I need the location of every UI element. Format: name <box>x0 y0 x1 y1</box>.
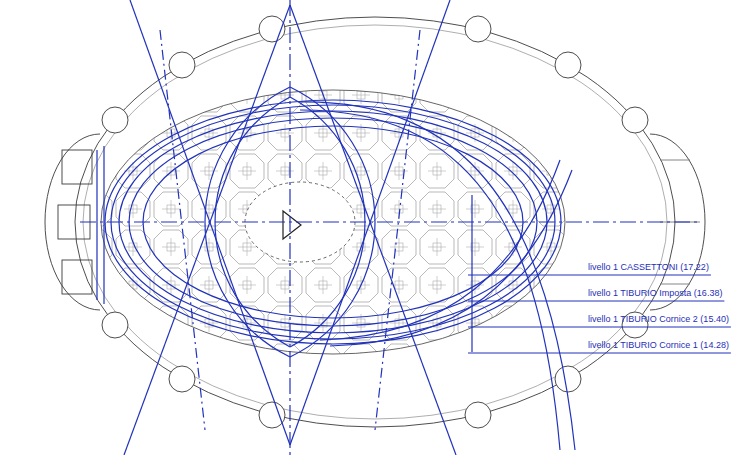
apse-coffer <box>62 150 92 184</box>
leader-line <box>468 327 731 328</box>
lens-arc <box>205 87 290 357</box>
level-label: livello 1 CASSETTONI (17.22) <box>588 262 709 273</box>
column-lobe <box>622 107 648 133</box>
column-lobe <box>555 366 581 392</box>
column-lobe <box>169 52 195 78</box>
star-line <box>290 5 456 455</box>
frame-line <box>97 146 104 304</box>
column-lobe <box>259 402 285 428</box>
star-line <box>290 0 450 445</box>
column-lobe <box>102 107 128 133</box>
axis-line <box>160 30 205 430</box>
leader-line <box>468 301 724 302</box>
construction-oval <box>129 118 537 326</box>
construction-oval <box>119 111 547 333</box>
apse-coffer <box>62 260 92 294</box>
column-lobe <box>465 16 491 42</box>
level-label: livello 1 TIBURIO Cornice 1 (14.28) <box>588 340 729 351</box>
leader-line <box>468 353 731 354</box>
level-label: livello 1 TIBURIO Imposta (16.38) <box>588 288 722 299</box>
sweep-arc <box>320 160 560 340</box>
column-lobe <box>555 52 581 78</box>
column-lobe <box>102 312 128 338</box>
star-line <box>124 5 290 455</box>
major-axis <box>80 221 700 222</box>
lens-arc <box>290 97 365 347</box>
construction-oval <box>143 126 523 318</box>
lens-arc <box>215 97 290 347</box>
construction-oval <box>111 105 555 339</box>
center-symbol <box>283 211 301 239</box>
leader-line <box>468 275 711 276</box>
minor-axis <box>289 0 290 455</box>
column-lobe <box>169 366 195 392</box>
star-line <box>130 0 290 445</box>
frame-line <box>471 195 472 352</box>
sweep-arc <box>300 110 560 450</box>
construction-lines <box>80 0 700 455</box>
plan-walls <box>45 16 705 428</box>
sweep-arc <box>330 170 572 346</box>
level-label: livello 1 TIBURIO Cornice 2 (15.40) <box>588 314 729 325</box>
construction-oval <box>105 100 561 344</box>
column-lobe <box>465 402 491 428</box>
axis-line <box>375 30 420 430</box>
lens-arc <box>290 87 375 357</box>
sweep-arc <box>300 102 575 450</box>
